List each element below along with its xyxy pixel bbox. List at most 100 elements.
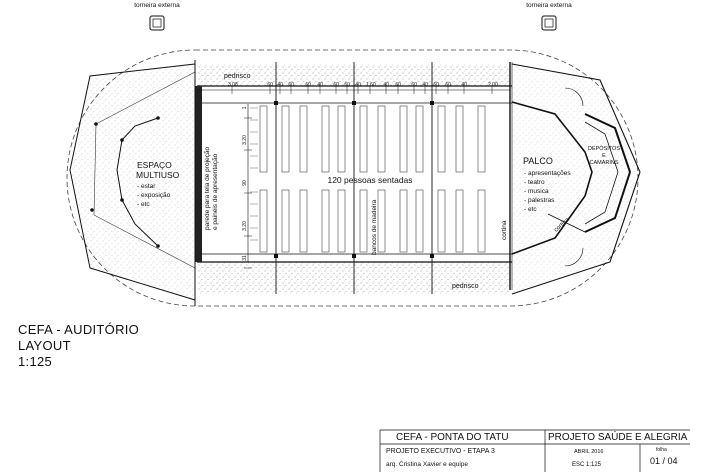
dimension-label: .60 bbox=[343, 82, 350, 88]
titlebox-lines bbox=[379, 429, 690, 472]
multiuso-title-1: ESPAÇO bbox=[137, 160, 172, 170]
stage-back-wall-inner bbox=[584, 121, 619, 225]
bench bbox=[399, 105, 408, 173]
dimension-label: 1 bbox=[242, 106, 248, 109]
bench bbox=[337, 189, 346, 253]
drawing-title-line1: CEFA - AUDITÓRIO bbox=[18, 322, 140, 337]
gravel-right bbox=[512, 64, 640, 294]
dimension-label: .40 bbox=[276, 82, 283, 88]
titlebox-author: arq. Cristina Xavier e equipe bbox=[386, 461, 469, 468]
stage-back-wall bbox=[584, 113, 632, 233]
multiuso-inner bbox=[93, 71, 196, 269]
drawing-title-scale: 1:125 bbox=[18, 354, 53, 369]
pedrisco-top-label: pedrisco bbox=[224, 73, 251, 80]
bench bbox=[337, 105, 346, 173]
bench bbox=[415, 189, 424, 253]
tap-right bbox=[541, 15, 557, 31]
bench-label: bancos de madeira bbox=[371, 199, 378, 255]
titlebox-phase: PROJETO EXECUTIVO - ETAPA 3 bbox=[386, 448, 495, 455]
column-marker bbox=[352, 101, 356, 105]
bench bbox=[477, 189, 486, 253]
bench bbox=[455, 105, 464, 173]
column-marker bbox=[352, 254, 356, 258]
benches-group bbox=[250, 105, 486, 253]
column-marker bbox=[274, 254, 278, 258]
dimension-label: .60 bbox=[432, 82, 439, 88]
multiuso-title-2: MULTIUSO bbox=[136, 170, 180, 180]
dimension-label: .60 bbox=[444, 82, 451, 88]
multiuso-item: - etc bbox=[137, 201, 150, 208]
titlebox-scale: ESC 1:125 bbox=[572, 462, 602, 468]
palco-label: PALCO - apresentações - teatro - musica … bbox=[523, 156, 571, 213]
bench bbox=[359, 189, 368, 253]
multiuso-bench-curve bbox=[116, 117, 159, 247]
dimension-label: 3.08 bbox=[228, 82, 238, 88]
dimensions-side: 1 3.20 90 3.20 31 bbox=[242, 106, 252, 269]
gravel-left bbox=[70, 64, 195, 300]
dimension-label: 31 bbox=[242, 255, 248, 261]
gravel-bottom bbox=[197, 262, 510, 294]
bench bbox=[455, 189, 464, 253]
dimension-label: .60 bbox=[287, 82, 294, 88]
bench bbox=[437, 189, 446, 253]
stage-front bbox=[511, 101, 593, 255]
curtain-label-left: cortina bbox=[501, 220, 508, 240]
dimension-label: .60 bbox=[304, 82, 311, 88]
stage-outline bbox=[511, 63, 641, 295]
bench bbox=[377, 189, 386, 253]
dimension-label: .40 bbox=[354, 82, 361, 88]
tap-left bbox=[149, 15, 165, 31]
bench bbox=[281, 105, 290, 173]
depositos-label: DEPÓSITOS E CAMARINS bbox=[588, 145, 620, 166]
bench bbox=[477, 105, 486, 173]
multiuso-outline bbox=[69, 63, 196, 301]
titlebox-location: CEFA - PONTA DO TATU bbox=[396, 432, 509, 443]
palco-item: - apresentações bbox=[524, 170, 571, 177]
tap-right-label: torneira externa bbox=[526, 2, 572, 9]
dimension-label: .40 bbox=[460, 82, 467, 88]
dimension-label: 3.20 bbox=[242, 135, 248, 145]
column-marker bbox=[274, 101, 278, 105]
drawing-title-line2: LAYOUT bbox=[18, 338, 71, 353]
palco-item: - musica bbox=[524, 188, 549, 195]
multiuso-label: ESPAÇO MULTIUSO - estar - exposição - et… bbox=[136, 160, 180, 208]
multiuso-item: - estar bbox=[137, 183, 156, 190]
bench bbox=[321, 189, 330, 253]
titlebox-project: PROJETO SAÚDE E ALEGRIA bbox=[548, 432, 688, 443]
drawing-title: CEFA - AUDITÓRIO LAYOUT 1:125 bbox=[18, 322, 139, 370]
wall-text-2: e painéis de apresentação bbox=[212, 153, 219, 230]
door-swing-top bbox=[564, 87, 584, 107]
dimension-label: 1.60 bbox=[366, 82, 376, 88]
bench bbox=[299, 189, 308, 253]
bench bbox=[321, 105, 330, 173]
curtain-curve bbox=[547, 213, 586, 233]
palco-title: PALCO bbox=[523, 156, 553, 166]
projection-wall bbox=[195, 86, 202, 262]
bench bbox=[259, 105, 268, 173]
dimension-label: .60 bbox=[394, 82, 401, 88]
titlebox-sheet: 01 / 04 bbox=[650, 456, 678, 466]
dimension-label: 90 bbox=[242, 180, 248, 186]
palco-item: - palestras bbox=[524, 197, 555, 204]
dimension-label: 2.00 bbox=[488, 82, 498, 88]
dimension-label: .60 bbox=[332, 82, 339, 88]
multiuso-item: - exposição bbox=[137, 192, 171, 199]
titlebox-sheet-label: folha bbox=[656, 447, 667, 453]
door-swing-bottom bbox=[564, 247, 584, 267]
capacity-label: 120 pessoas sentadas bbox=[327, 175, 412, 185]
dimension-label: .60 bbox=[410, 82, 417, 88]
bench bbox=[415, 105, 424, 173]
column-marker bbox=[430, 254, 434, 258]
dimension-label: .40 bbox=[421, 82, 428, 88]
wall-text-1: parede para tela de projeção bbox=[204, 146, 211, 230]
palco-item: - etc bbox=[524, 206, 537, 213]
bench bbox=[299, 105, 308, 173]
depositos-line: DEPÓSITOS bbox=[588, 145, 620, 152]
dimension-label: 3.20 bbox=[242, 221, 248, 231]
depositos-line: E bbox=[602, 153, 606, 159]
bench bbox=[359, 105, 368, 173]
titlebox-date: ABRIL 2016 bbox=[574, 449, 604, 455]
bench bbox=[399, 189, 408, 253]
